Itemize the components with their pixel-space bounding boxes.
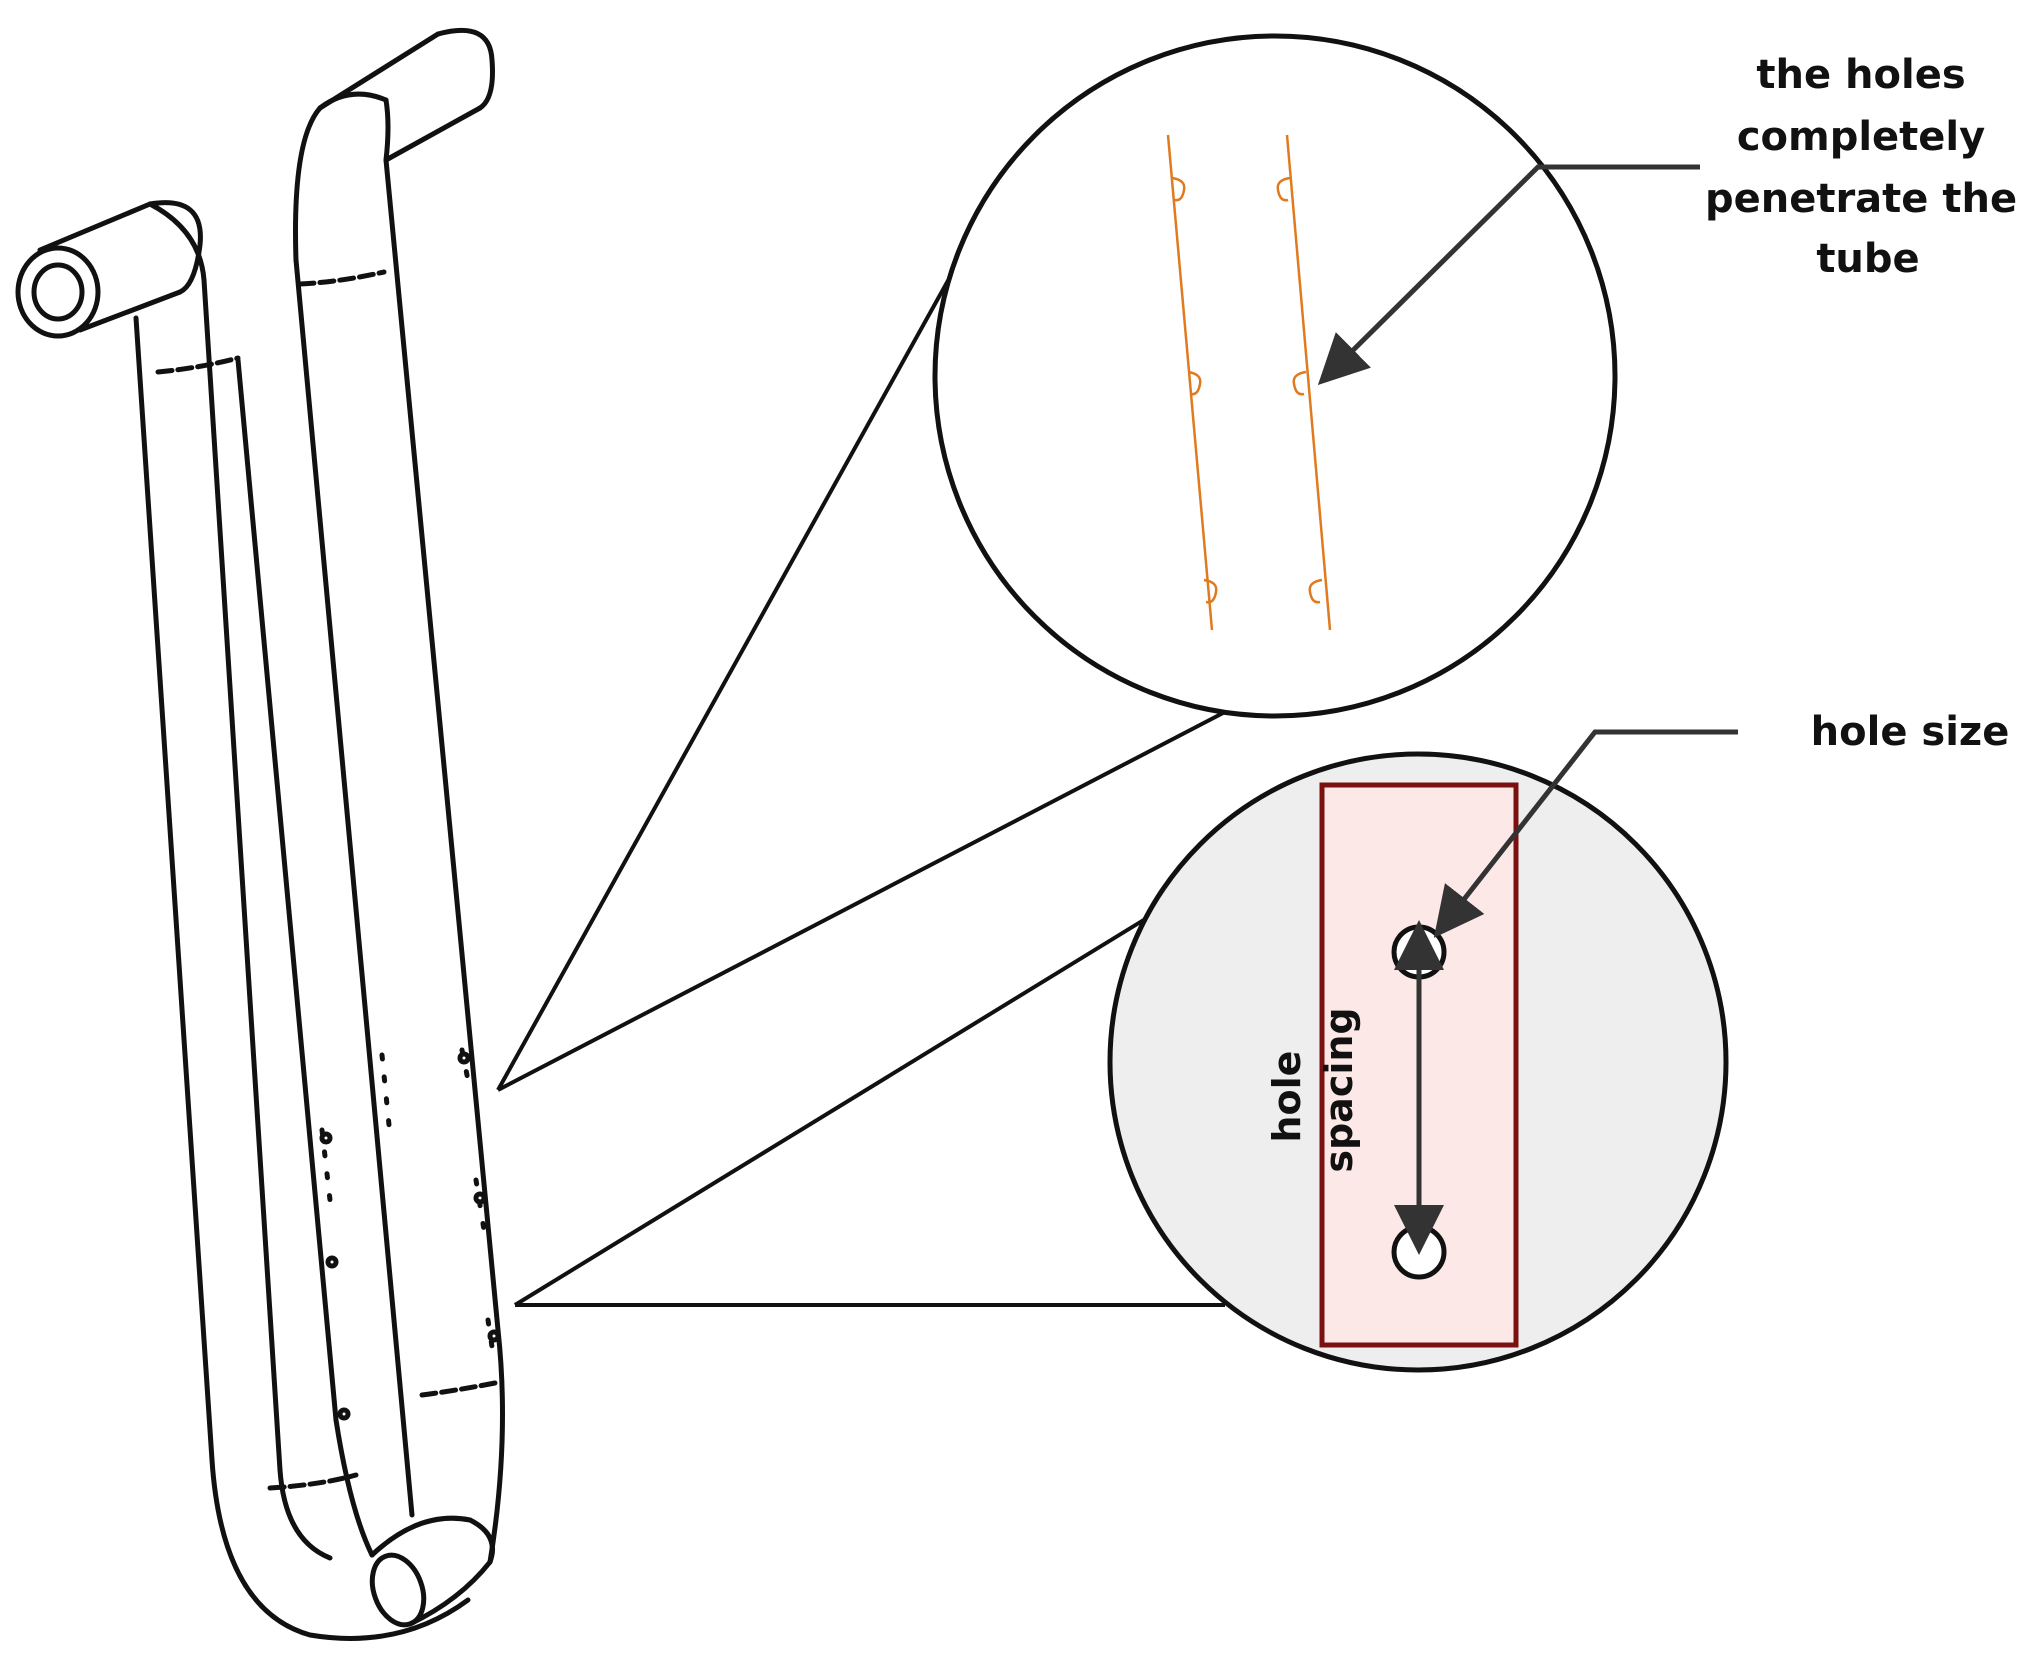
- tube-wall-line-left: [1166, 134, 1214, 631]
- leader-line-detail2-upper: [513, 908, 1162, 1307]
- tube-hole-marker: [319, 1131, 333, 1145]
- tube-hole-marker: [487, 1329, 501, 1343]
- callout-penetrate-line-1: the holes: [1756, 52, 1965, 98]
- hole-spacing-label: hole spacing: [1265, 1007, 1361, 1172]
- detail-leader-lines: [496, 267, 1249, 1307]
- tube-hole-marker: [325, 1255, 339, 1269]
- callout-penetrate-label: the holes completely penetrate the tube: [1705, 52, 2023, 282]
- callout-hole-size-label: hole size: [1811, 709, 2010, 755]
- leader-line-detail1-upper: [496, 267, 957, 1091]
- callout-penetrate-pointer: [1317, 164, 1700, 386]
- callout-hole-size-pointer: [1433, 729, 1738, 938]
- callout-penetrate-line-2: completely: [1737, 114, 1985, 160]
- tube-wall-line-right: [1285, 134, 1332, 631]
- leader-line-detail1-lower: [497, 698, 1249, 1092]
- tube-drawing: [15, 27, 505, 1641]
- left-tube-opening: [15, 245, 101, 339]
- penetration-hole: [1187, 370, 1202, 396]
- penetration-hole: [1308, 578, 1323, 604]
- penetration-hole: [1292, 370, 1307, 396]
- tube-hole-marker: [473, 1191, 487, 1205]
- callout-penetrate-line-4: tube: [1816, 236, 1919, 282]
- tube-hole-marker: [337, 1407, 351, 1421]
- detail-view-penetration: [932, 33, 1618, 719]
- hole-spacing-line-1: hole: [1265, 1051, 1309, 1143]
- penetration-hole: [1203, 578, 1218, 604]
- hole-spacing-line-2: spacing: [1317, 1007, 1361, 1172]
- left-tube-opening-inner: [31, 262, 85, 322]
- tube-hole-marker: [457, 1051, 471, 1065]
- callout-penetrate-line-3: penetrate the: [1705, 176, 2017, 222]
- penetration-hole: [1171, 176, 1186, 202]
- penetration-hole: [1276, 176, 1291, 202]
- detail-view-hole-geometry: hole spacing: [1107, 751, 1729, 1373]
